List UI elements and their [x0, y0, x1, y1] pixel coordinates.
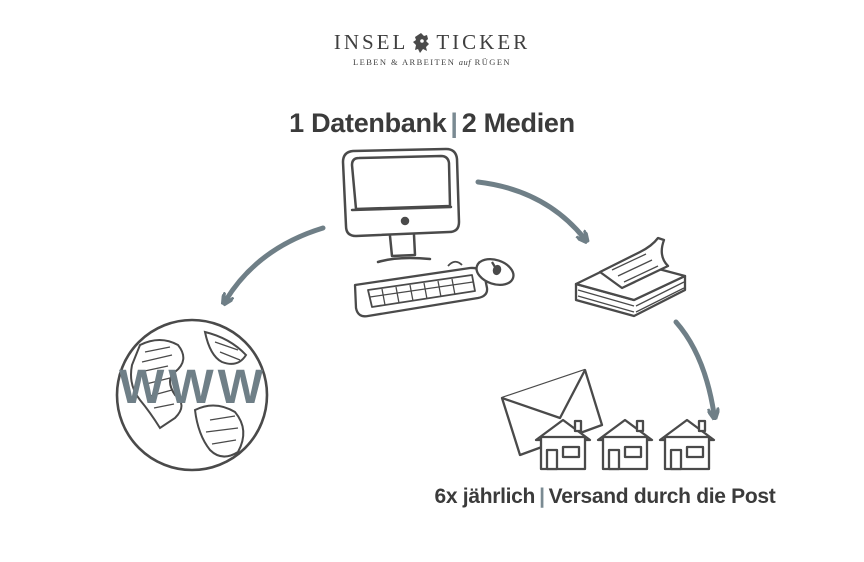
- arrow-icon: [226, 225, 326, 300]
- brand-logo: INSEL TICKER LEBEN & ARBEITEN auf RÜGEN: [0, 30, 864, 67]
- headline-separator: |: [450, 108, 458, 138]
- keyboard-icon: [353, 260, 489, 318]
- house-icon: [596, 418, 654, 471]
- logo-word-left: INSEL: [333, 30, 409, 54]
- headline-part2: 2 Medien: [461, 108, 575, 138]
- house-icon: [658, 418, 716, 471]
- headline: 1 Datenbank|2 Medien: [0, 108, 864, 139]
- logo-tagline: LEBEN & ARBEITEN auf RÜGEN: [353, 57, 511, 67]
- footer-part1: 6x jährlich: [434, 485, 536, 508]
- footer-separator: |: [539, 485, 545, 508]
- computer-icon: [341, 147, 461, 264]
- footer-caption: 6x jährlich|Versand durch die Post: [400, 485, 810, 509]
- www-label: WWW: [119, 361, 267, 414]
- footer-part2: Versand durch die Post: [548, 485, 776, 508]
- newspaper-stack-icon: [574, 236, 687, 318]
- house-icon: [534, 418, 592, 471]
- arrow-icon: [475, 179, 584, 238]
- headline-part1: 1 Datenbank: [289, 108, 447, 138]
- arrow-icon: [673, 319, 714, 414]
- island-logo-icon: [413, 32, 430, 53]
- globe-icon: [115, 318, 269, 472]
- logo-word-right: TICKER: [436, 30, 531, 54]
- mouse-icon: [475, 258, 515, 286]
